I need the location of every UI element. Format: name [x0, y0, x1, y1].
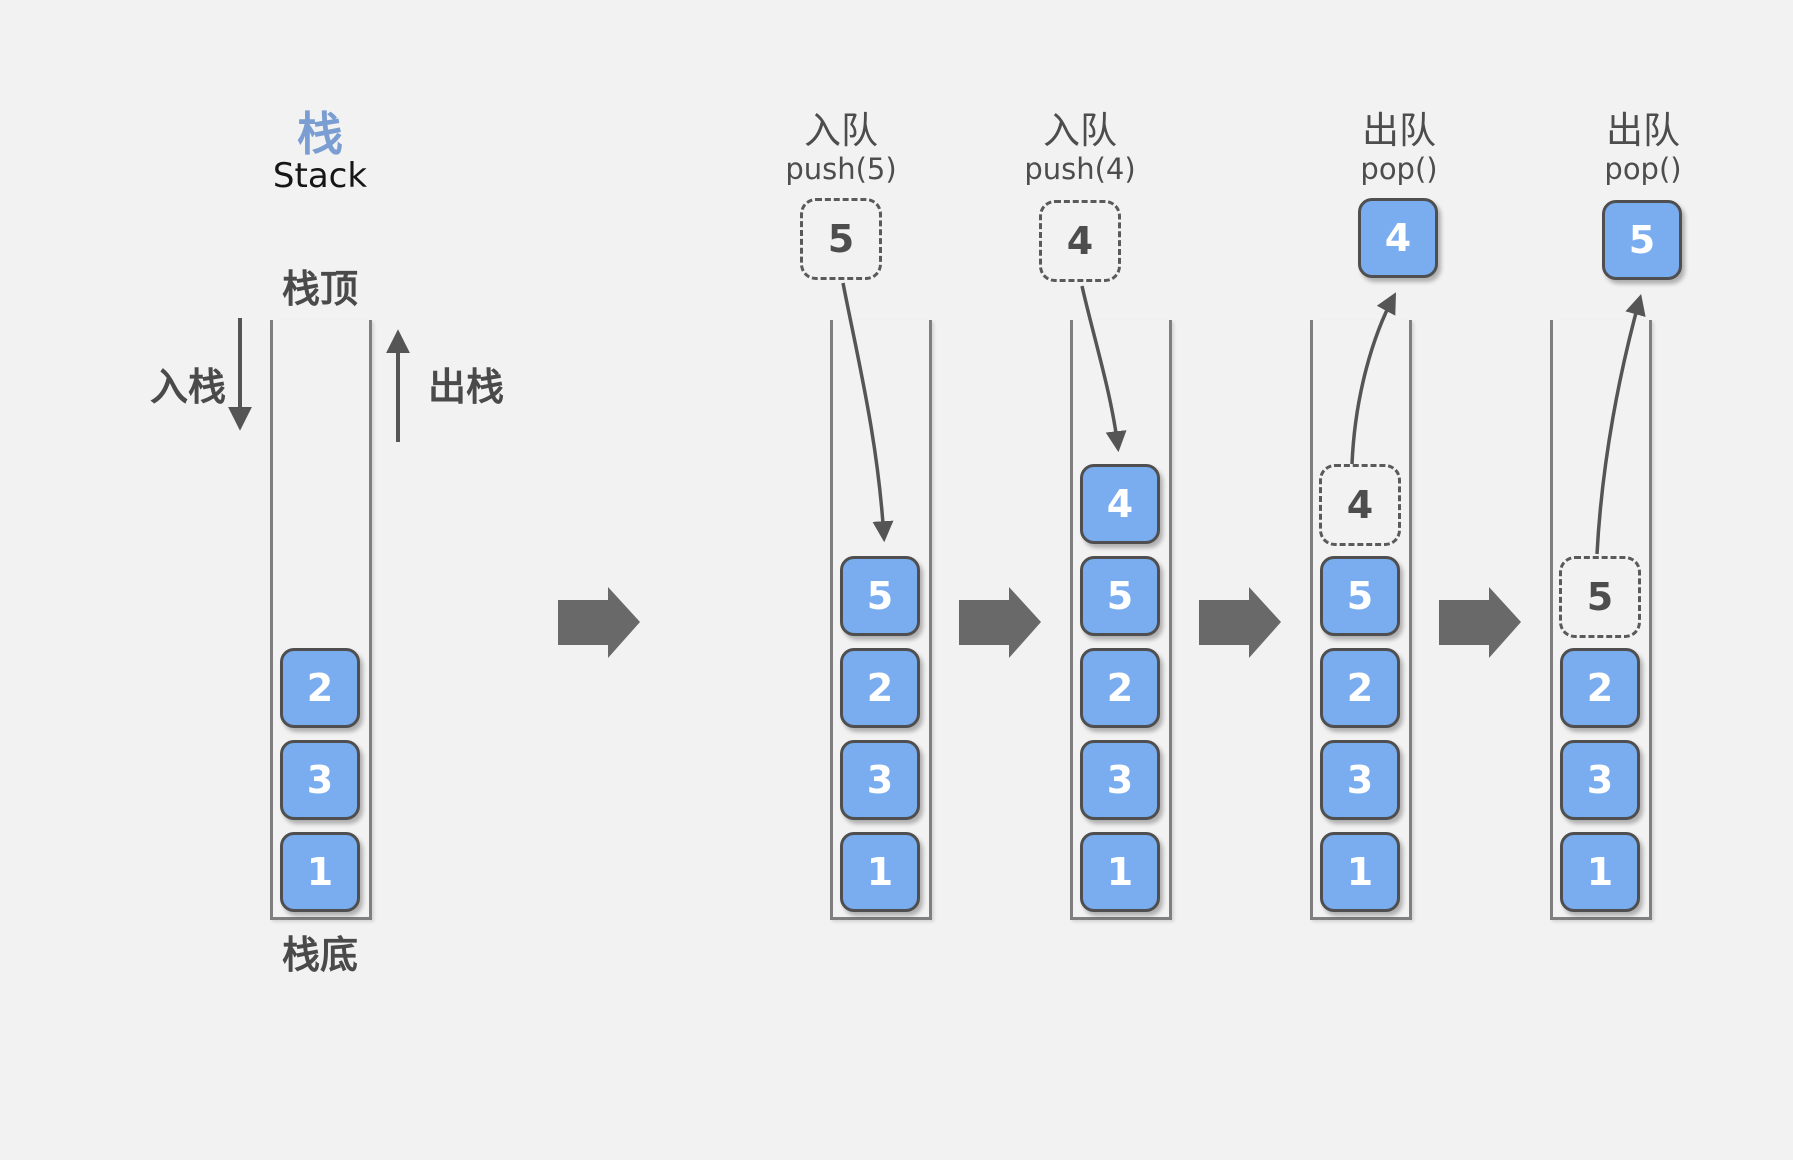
stack-container-push4: [1070, 320, 1172, 920]
op-label-pop4: 出队: [1362, 109, 1436, 152]
popped-value-5: 5: [1602, 200, 1682, 280]
stack-block: 2: [840, 648, 920, 728]
flow-arrow-4: [1439, 587, 1521, 658]
op-label-pop5: 出队: [1606, 109, 1680, 152]
op-code-push4: push(4): [1024, 152, 1136, 186]
op-label-push5: 入队: [804, 109, 878, 152]
stack-block: 2: [1560, 648, 1640, 728]
stack-block: 2: [280, 648, 360, 728]
stack-block: 2: [1080, 648, 1160, 728]
pop-label: 出栈: [427, 365, 504, 409]
incoming-value-push5: 5: [800, 198, 882, 280]
stack-block: 1: [1560, 832, 1640, 912]
stack-block: 3: [1080, 740, 1160, 820]
popped-value-4: 4: [1358, 198, 1438, 278]
stack-block: 1: [280, 832, 360, 912]
ghost-slot-4: 4: [1319, 464, 1401, 546]
flow-arrow-3: [1199, 587, 1281, 658]
flow-arrow-2: [959, 587, 1041, 658]
stack-block: 3: [1320, 740, 1400, 820]
stack-bottom-label: 栈底: [281, 933, 358, 977]
stack-top-label: 栈顶: [281, 267, 358, 311]
stack-block: 1: [1080, 832, 1160, 912]
stack-container-pop5: [1550, 320, 1652, 920]
op-code-pop4: pop(): [1360, 152, 1438, 186]
stack-block: 5: [1320, 556, 1400, 636]
incoming-value-push4: 4: [1039, 200, 1121, 282]
stack-block: 4: [1080, 464, 1160, 544]
op-code-push5: push(5): [785, 152, 897, 186]
stack-block: 3: [1560, 740, 1640, 820]
stack-block: 1: [1320, 832, 1400, 912]
stack-block: 5: [840, 556, 920, 636]
stack-container-push5: [830, 320, 932, 920]
push-label: 入栈: [149, 365, 226, 409]
stack-block: 5: [1080, 556, 1160, 636]
op-code-pop5: pop(): [1604, 152, 1682, 186]
op-label-push4: 入队: [1043, 109, 1117, 152]
stack-container-initial: [270, 320, 372, 920]
stack-block: 1: [840, 832, 920, 912]
stack-block: 3: [840, 740, 920, 820]
flow-arrow-1: [558, 587, 640, 658]
diagram-title-en: Stack: [272, 156, 368, 196]
stack-container-pop4: [1310, 320, 1412, 920]
stack-block: 2: [1320, 648, 1400, 728]
stack-block: 3: [280, 740, 360, 820]
ghost-slot-5: 5: [1559, 556, 1641, 638]
diagram-title-cn: 栈: [297, 107, 343, 161]
